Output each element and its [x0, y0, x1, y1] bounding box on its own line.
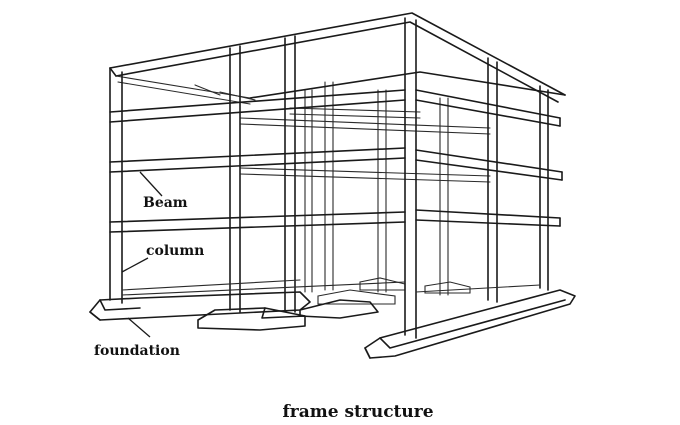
leader-lines: [121, 171, 163, 338]
ground-beams: [121, 279, 541, 296]
diagram-caption: frame structure: [282, 402, 433, 422]
label-beam: Beam: [143, 195, 188, 211]
label-column: column: [146, 243, 204, 259]
roof-frame: [109, 12, 566, 105]
footings: [89, 289, 576, 359]
side-beams: [415, 89, 563, 227]
interior-frame: [239, 81, 491, 305]
front-beams: [109, 89, 406, 233]
label-foundation: foundation: [94, 343, 180, 359]
